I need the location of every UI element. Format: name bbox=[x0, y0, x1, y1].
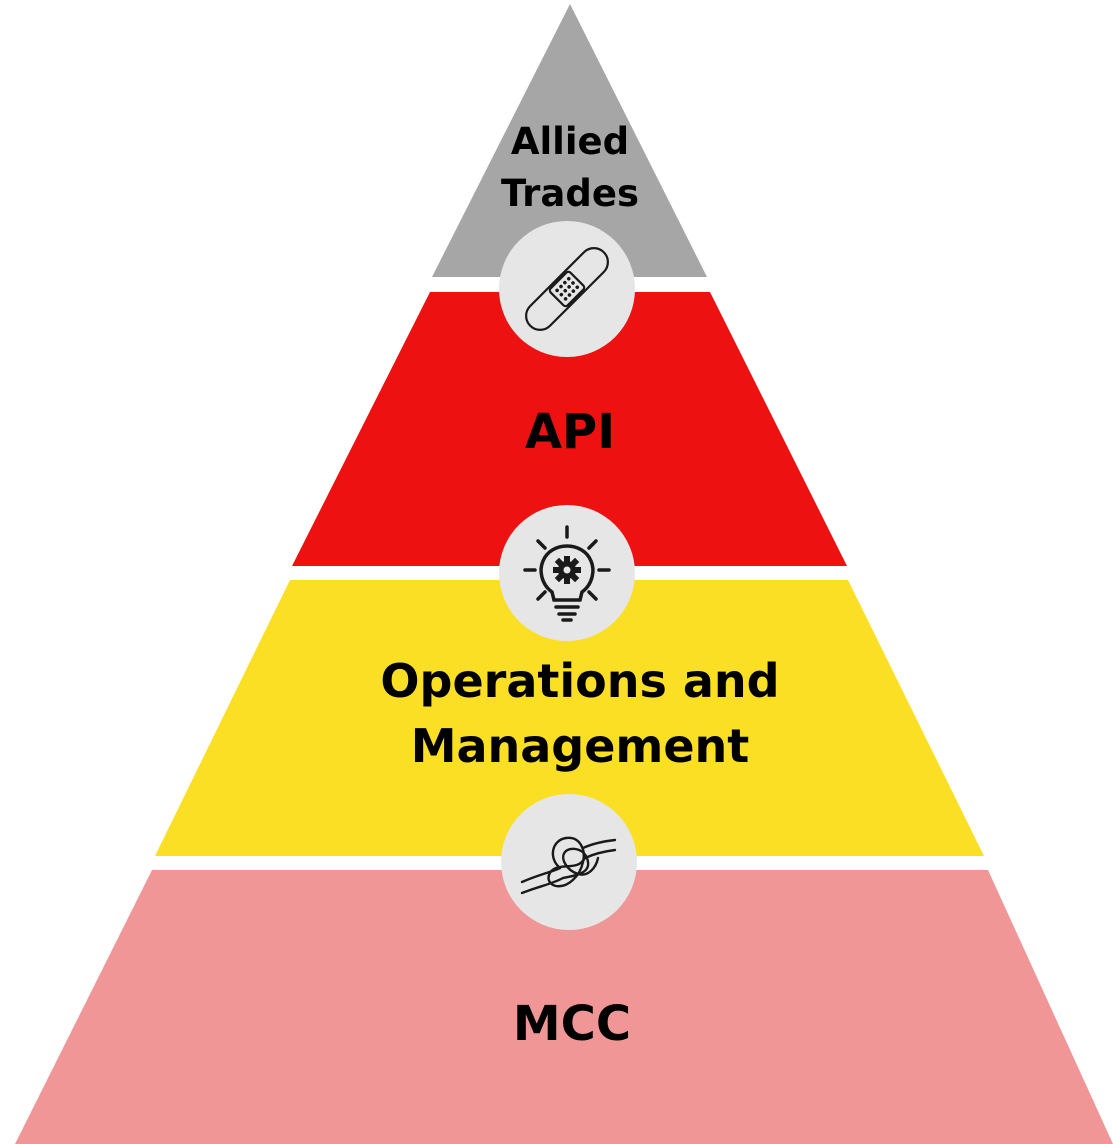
tier-operations-management-label-line-1: Operations and bbox=[380, 654, 779, 708]
tier-operations-management-label-line-2: Management bbox=[411, 719, 750, 773]
tier-allied-trades-label-line-1: Allied bbox=[511, 120, 629, 163]
tier-allied-trades: Allied Trades bbox=[432, 4, 707, 277]
tier-mcc-label: MCC bbox=[513, 996, 631, 1052]
icon-circle bbox=[499, 221, 635, 357]
tier-allied-trades-shape bbox=[432, 4, 707, 277]
tier-api: API bbox=[292, 292, 847, 566]
lightbulb-gear-icon bbox=[523, 525, 611, 622]
icon-circle bbox=[501, 794, 637, 930]
bandage-icon bbox=[525, 247, 609, 331]
tier-operations-management-shape bbox=[155, 580, 984, 856]
tier-operations-management: Operations and Management bbox=[155, 580, 984, 856]
tier-allied-trades-label-line-2: Trades bbox=[501, 172, 639, 215]
tier-mcc: MCC bbox=[15, 870, 1113, 1144]
tier-mcc-shape bbox=[15, 870, 1113, 1144]
tier-api-label: API bbox=[525, 404, 615, 460]
bandage-icon-badge bbox=[499, 221, 635, 357]
lightbulb-gear-icon-badge bbox=[499, 505, 635, 641]
tier-api-shape bbox=[292, 292, 847, 566]
knot-icon bbox=[520, 836, 617, 895]
knot-icon-badge bbox=[501, 794, 637, 930]
